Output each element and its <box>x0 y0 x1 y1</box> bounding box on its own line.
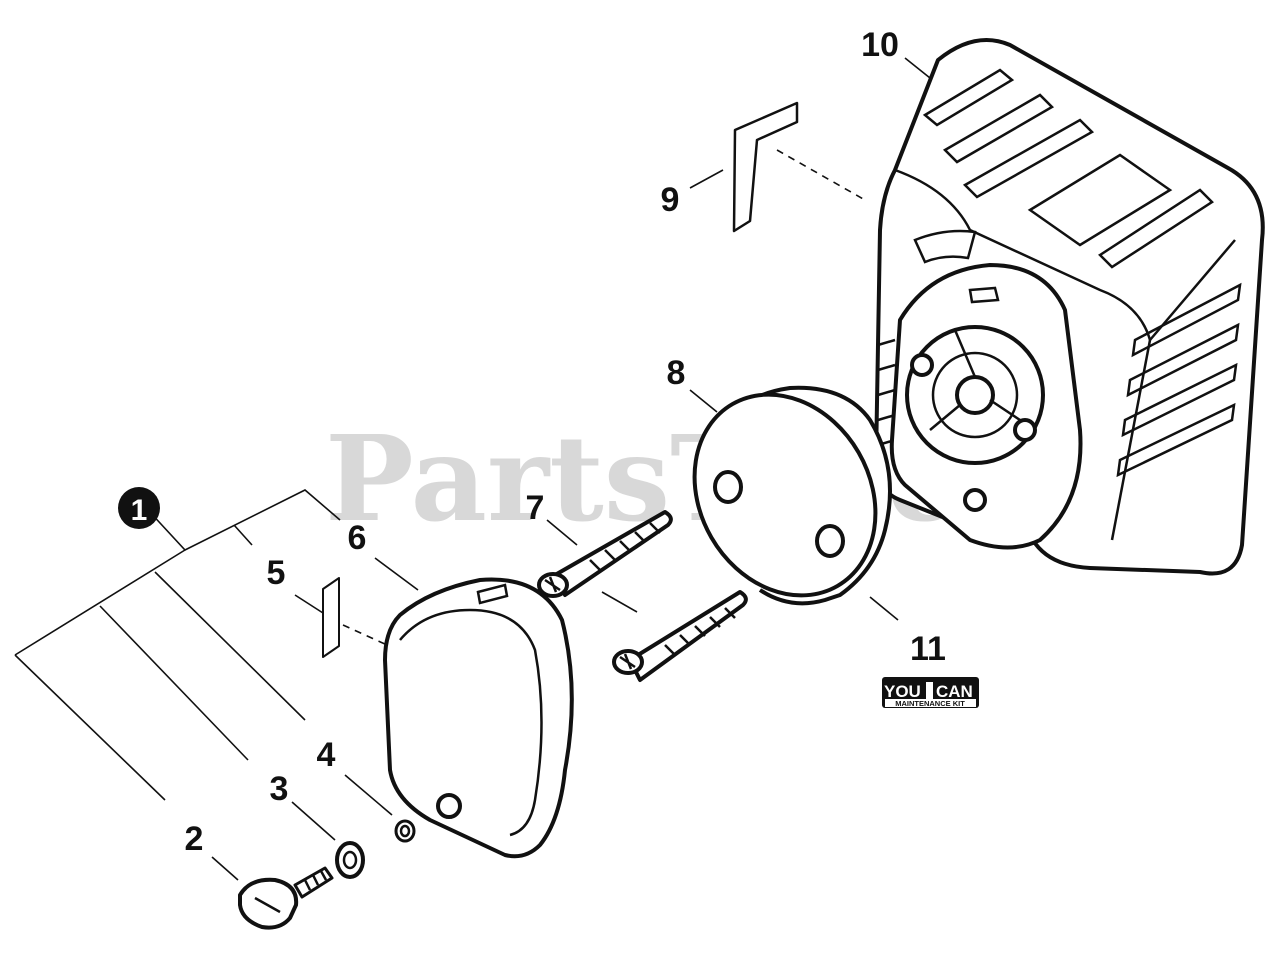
callout-labels: 1 2 3 4 5 6 7 8 9 10 11 <box>118 26 946 858</box>
callout-1-circle <box>118 487 160 529</box>
callout-3: 3 <box>270 770 289 808</box>
leader-lines <box>14 57 931 881</box>
badge-you: YOU <box>884 682 921 701</box>
part-8-air-filter-element[interactable] <box>659 362 911 629</box>
callout-2: 2 <box>185 820 204 858</box>
part-5-gasket[interactable] <box>322 577 340 658</box>
part-2-knob-bolt[interactable] <box>238 866 334 930</box>
badge-maintenance-kit: MAINTENANCE KIT <box>895 699 965 708</box>
callout-7: 7 <box>526 489 545 527</box>
part-4-washer[interactable] <box>394 819 416 843</box>
wrench-icon <box>926 682 933 699</box>
part-7-screws[interactable] <box>537 510 748 682</box>
callout-4: 4 <box>317 736 336 774</box>
you-can-maintenance-kit-badge[interactable]: YOU CAN MAINTENANCE KIT <box>882 677 979 708</box>
part-9-gasket[interactable] <box>732 101 799 233</box>
callout-5: 5 <box>267 554 286 592</box>
part-10-air-cleaner-case[interactable] <box>873 38 1265 576</box>
callout-8: 8 <box>667 354 686 392</box>
badge-can: CAN <box>936 682 973 701</box>
callout-6: 6 <box>348 519 367 557</box>
part-3-washer[interactable] <box>335 841 365 879</box>
callout-10: 10 <box>861 26 899 64</box>
callout-11: 11 <box>910 630 946 668</box>
callout-9: 9 <box>661 181 680 219</box>
part-6-air-cleaner-cover[interactable] <box>383 577 574 859</box>
callout-1: 1 <box>131 494 148 527</box>
